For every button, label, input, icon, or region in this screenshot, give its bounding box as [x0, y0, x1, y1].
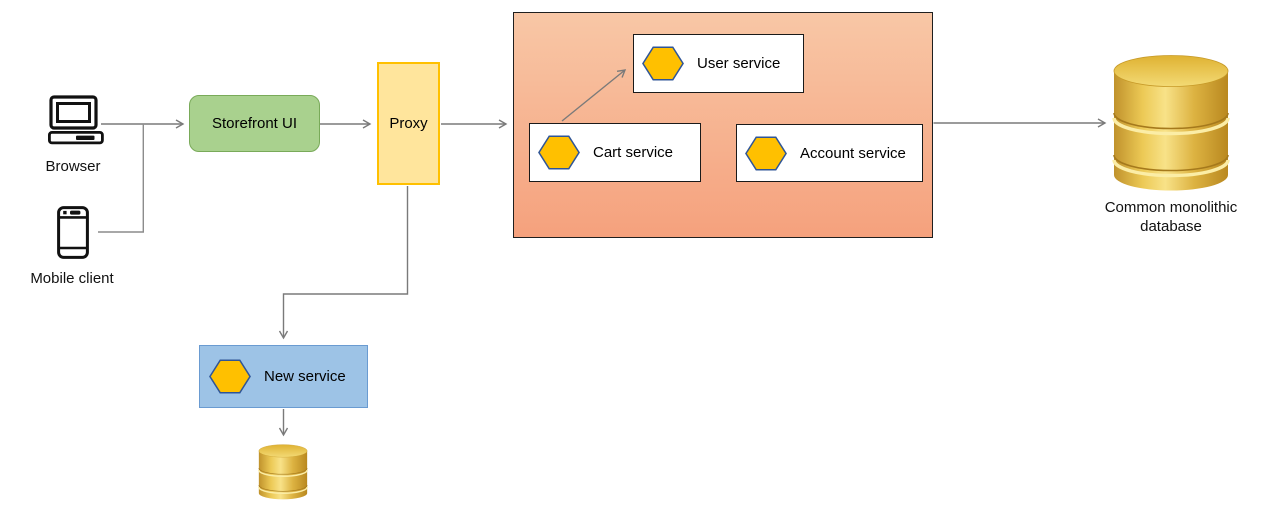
cart-service-node: Cart service: [529, 123, 701, 182]
database-icon: [1112, 53, 1230, 197]
monolith-group: Cart service User service Account servic…: [513, 12, 933, 238]
cart-service-label: Cart service: [593, 144, 674, 161]
connector-mobile-to-junction: [98, 124, 144, 233]
mobile-client-label: Mobile client: [30, 270, 114, 287]
user-service-label: User service: [697, 55, 781, 72]
new-service-node: New service: [199, 345, 368, 408]
proxy-label: Proxy: [389, 115, 428, 132]
hexagon-icon: [642, 46, 684, 81]
storefront-ui-node: Storefront UI: [189, 95, 320, 152]
desktop-computer-icon: [47, 95, 104, 150]
monolithic-database-label: Common monolithic database: [1104, 199, 1238, 235]
new-service-database-icon: [258, 443, 308, 505]
smartphone-icon: [57, 206, 89, 264]
proxy-node: Proxy: [377, 62, 440, 185]
hexagon-icon: [538, 135, 580, 170]
connector-proxy-to-new-service: [278, 186, 409, 340]
new-service-label: New service: [264, 368, 346, 385]
account-service-node: Account service: [736, 124, 923, 182]
hexagon-icon: [745, 136, 787, 171]
storefront-ui-label: Storefront UI: [211, 115, 298, 132]
user-service-node: User service: [633, 34, 804, 93]
browser-label: Browser: [45, 158, 101, 175]
account-service-label: Account service: [800, 144, 906, 162]
hexagon-icon: [209, 359, 251, 394]
